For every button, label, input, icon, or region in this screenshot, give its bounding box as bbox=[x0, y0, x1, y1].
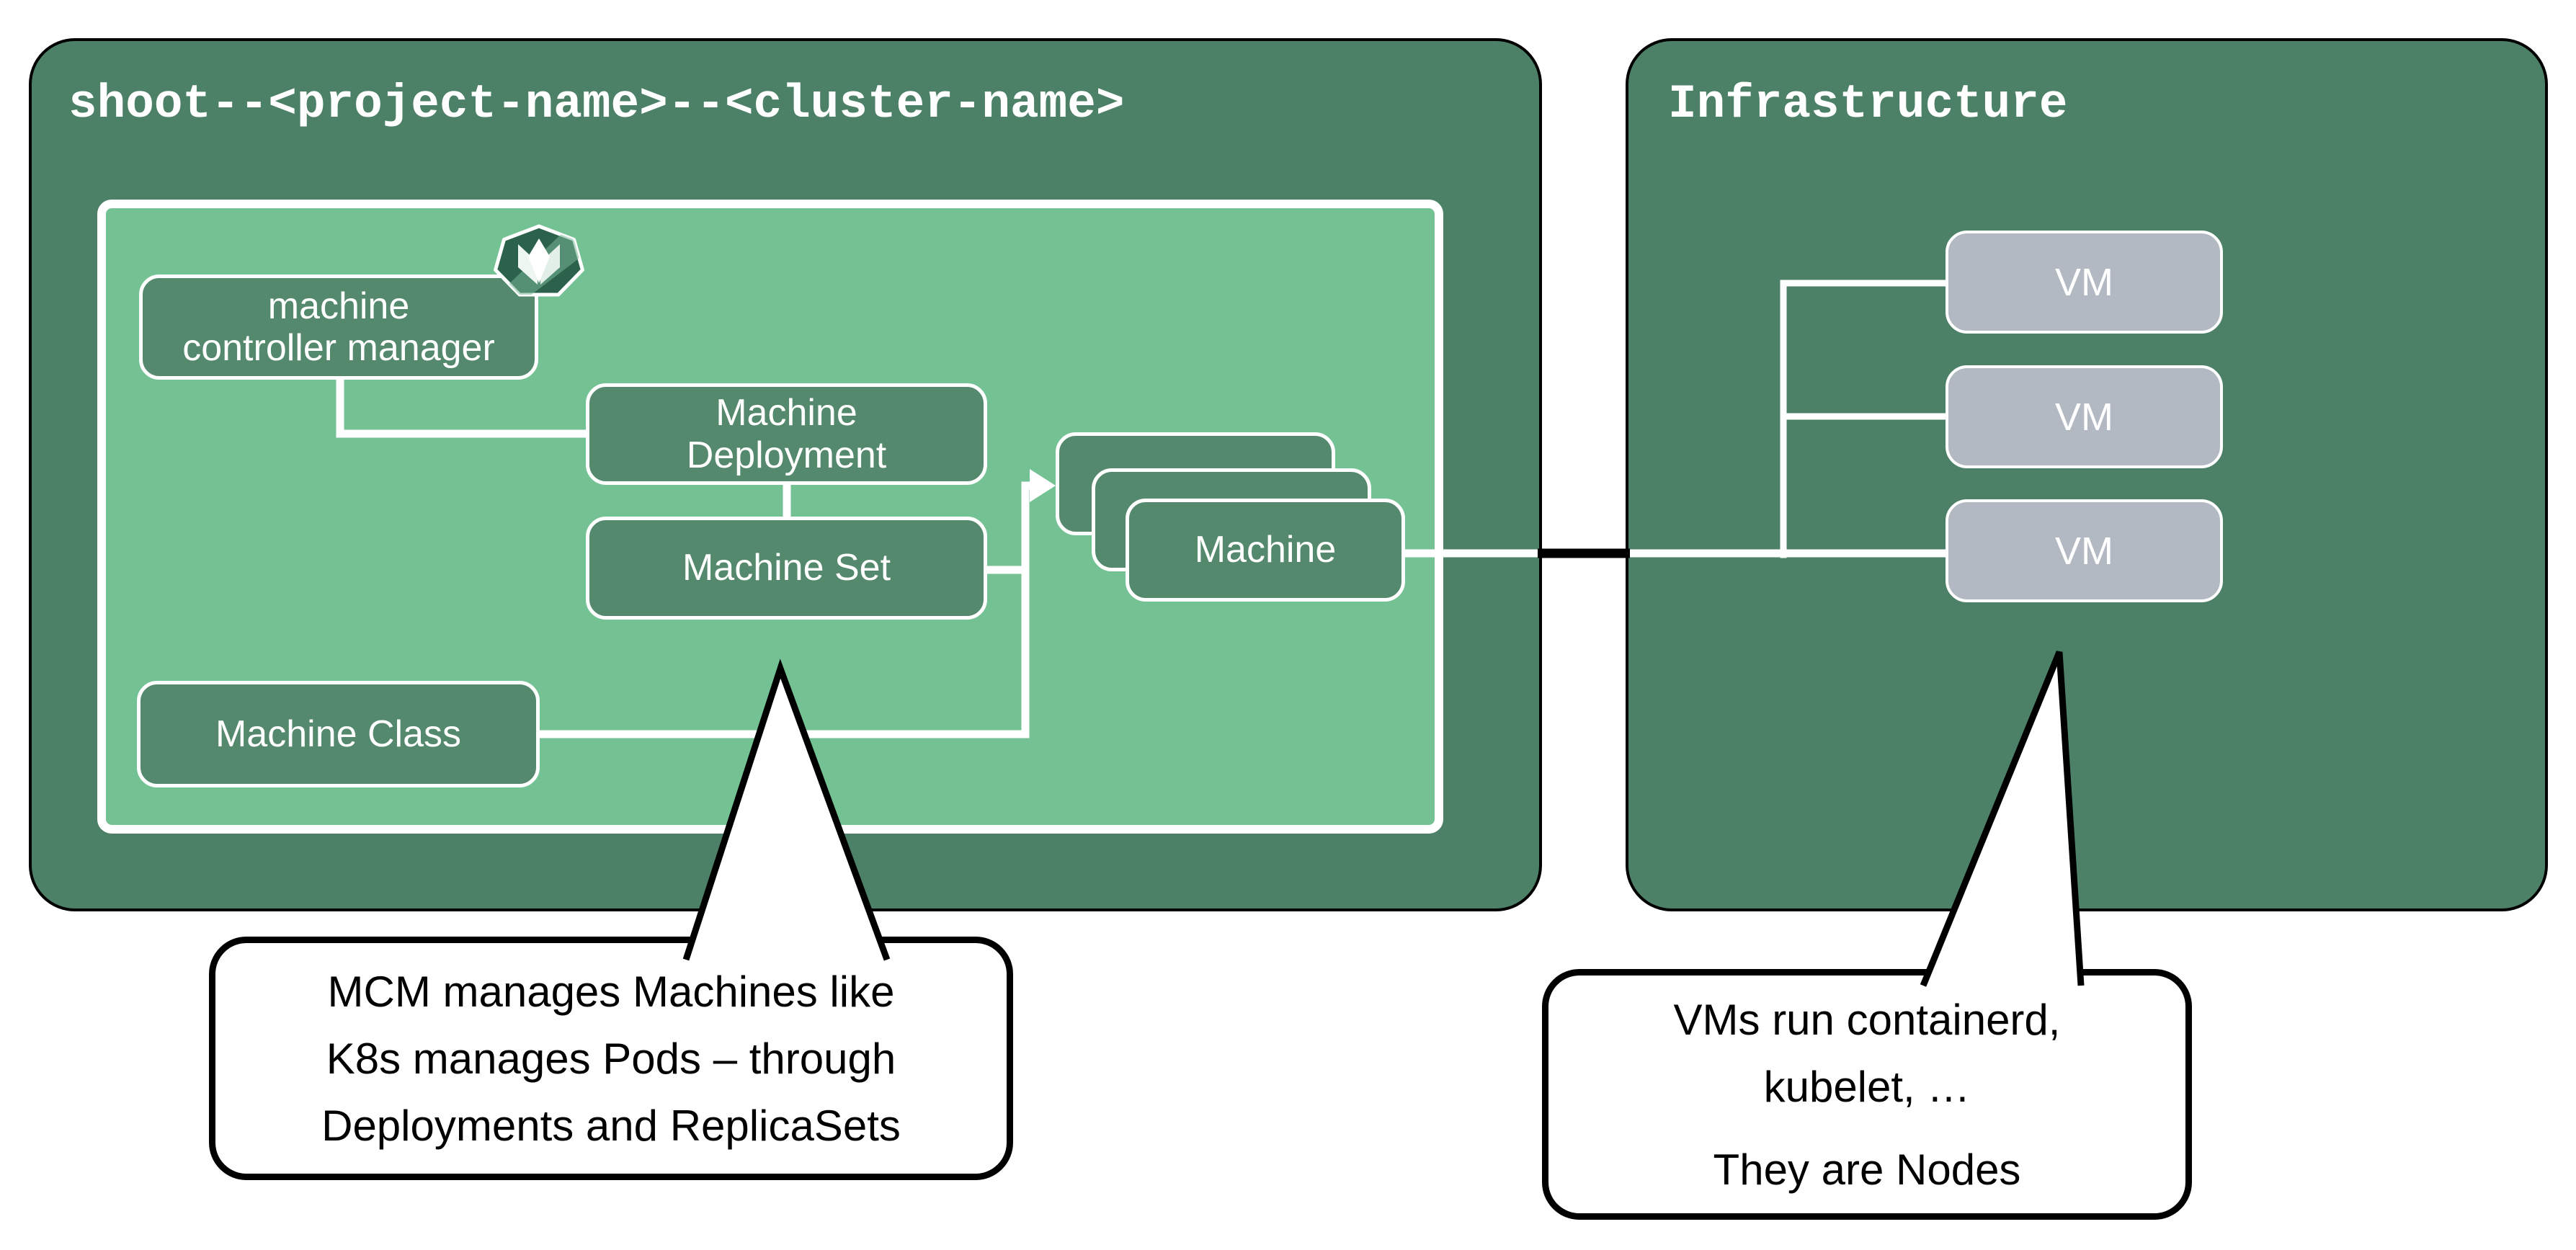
vm-box-1: VM bbox=[1946, 231, 2223, 334]
vm2-label: VM bbox=[2055, 395, 2113, 439]
machine-deployment-label-line2: Deployment bbox=[686, 434, 887, 476]
machine-set-box: Machine Set bbox=[586, 517, 987, 620]
vm-callout-line2: kubelet, … bbox=[1763, 1062, 1971, 1111]
mcm-to-deployment-connector bbox=[336, 378, 586, 438]
mcm-callout-line3: Deployments and ReplicaSets bbox=[321, 1101, 901, 1150]
vm-box-2: VM bbox=[1946, 365, 2223, 468]
mcm-label-line1: machine bbox=[267, 285, 410, 327]
mcm-callout-line2: K8s manages Pods – through bbox=[326, 1034, 896, 1083]
mcm-callout-bubble: MCM manages Machines like K8s manages Po… bbox=[209, 937, 1013, 1180]
mcm-callout-tail bbox=[682, 659, 891, 961]
gardener-tulip bbox=[518, 238, 560, 285]
vm-callout-tail bbox=[1920, 651, 2085, 987]
machine-label: Machine bbox=[1194, 529, 1337, 571]
machine-class-box: Machine Class bbox=[137, 681, 540, 787]
vm-callout-line3: They are Nodes bbox=[1713, 1145, 2021, 1194]
machine-class-label: Machine Class bbox=[215, 713, 462, 755]
gardener-logo-icon bbox=[494, 224, 584, 297]
mcm-callout-line1: MCM manages Machines like bbox=[327, 967, 895, 1016]
machine-box: Machine bbox=[1126, 499, 1405, 602]
vm1-label: VM bbox=[2055, 260, 2113, 304]
machine-deployment-box: Machine Deployment bbox=[586, 383, 987, 485]
machine-set-label: Machine Set bbox=[682, 547, 891, 589]
infrastructure-panel bbox=[1626, 38, 2548, 911]
shoot-cluster-panel-title: shoot--<project-name>--<cluster-name> bbox=[68, 77, 1125, 131]
vm3-label: VM bbox=[2055, 529, 2113, 573]
infrastructure-title: Infrastructure bbox=[1668, 77, 2068, 131]
vm-callout-line1: VMs run containerd, bbox=[1673, 995, 2061, 1044]
vm-callout-bubble: VMs run containerd, kubelet, … They are … bbox=[1542, 969, 2192, 1220]
vm-box-3: VM bbox=[1946, 499, 2223, 602]
riser-arrowhead bbox=[1030, 469, 1056, 502]
mcm-label-line2: controller manager bbox=[182, 327, 495, 369]
machine-deployment-label-line1: Machine bbox=[716, 392, 857, 434]
machine-controller-manager-box: machine controller manager bbox=[139, 274, 538, 380]
